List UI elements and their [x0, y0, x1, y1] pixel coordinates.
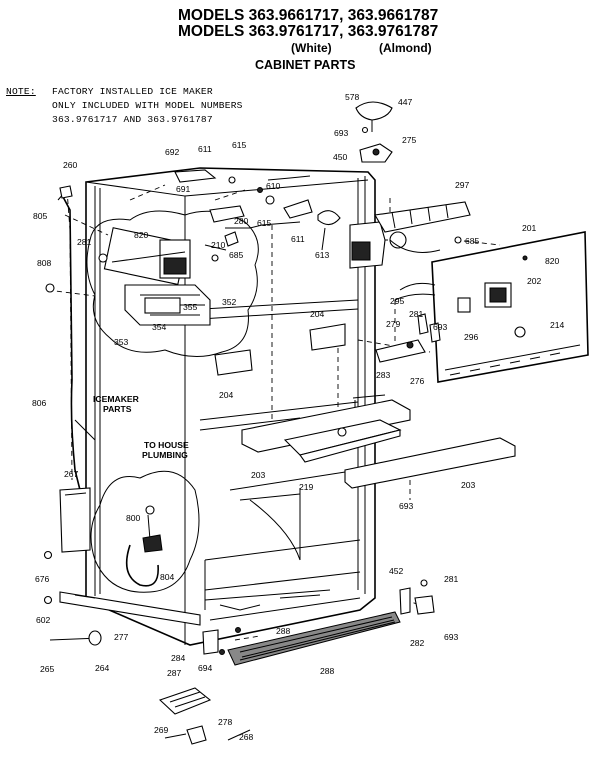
part-number-label: 352 — [222, 297, 237, 307]
variant-white-label: (White) — [291, 41, 332, 55]
part-number-label: 685 — [229, 250, 244, 260]
part-number-label: 280 — [234, 216, 249, 226]
part-number-label: 692 — [165, 147, 180, 157]
part-number-label: 615 — [232, 140, 247, 150]
part-number-label: 281 — [444, 574, 459, 584]
part-number-label: 279 — [386, 319, 401, 329]
part-number-label: 808 — [37, 258, 52, 268]
part-number-label: 287 — [167, 668, 182, 678]
part-number-label: 450 — [333, 152, 348, 162]
part-number-label: 611 — [198, 144, 212, 154]
part-number-label: 269 — [154, 725, 169, 735]
part-number-label: 276 — [410, 376, 425, 386]
part-number-label: 602 — [36, 615, 51, 625]
part-number-label: 282 — [410, 638, 425, 648]
part-number-label: 693 — [444, 632, 459, 642]
part-number-label: 693 — [433, 322, 448, 332]
part-number-label: 447 — [398, 97, 413, 107]
note-line-1: FACTORY INSTALLED ICE MAKER — [52, 86, 213, 97]
part-number-label: 264 — [95, 663, 110, 673]
part-number-label: 297 — [455, 180, 470, 190]
part-number-label: 210 — [211, 240, 226, 250]
part-number-label: 288 — [320, 666, 335, 676]
icemaker-parts-label-2: PARTS — [103, 404, 132, 414]
part-number-label: 691 — [176, 184, 191, 194]
part-number-label: 204 — [219, 390, 234, 400]
part-number-label: 204 — [310, 309, 325, 319]
to-house-plumbing-label-2: PLUMBING — [142, 450, 188, 460]
note-line-3: 363.9761717 AND 363.9761787 — [52, 114, 213, 125]
part-number-label: 694 — [198, 663, 213, 673]
part-number-label: 275 — [402, 135, 417, 145]
part-number-label: 267 — [64, 469, 79, 479]
part-number-label: 260 — [63, 160, 78, 170]
part-number-label: 277 — [114, 632, 129, 642]
water-line — [45, 185, 96, 491]
note-line-2: ONLY INCLUDED WITH MODEL NUMBERS — [52, 100, 243, 111]
brackets — [214, 313, 441, 376]
part-number-label: 610 — [266, 181, 281, 191]
part-number-label: 203 — [251, 470, 266, 480]
part-number-label: 281 — [409, 309, 424, 319]
plumbing-zone — [90, 470, 200, 593]
part-number-label: 203 — [461, 480, 476, 490]
part-number-label: 611 — [291, 234, 305, 244]
part-number-label: 804 — [160, 572, 175, 582]
part-number-label: 354 — [152, 322, 167, 332]
top-parts — [174, 101, 393, 251]
part-number-label: 288 — [276, 626, 291, 636]
part-number-label: 820 — [545, 256, 560, 266]
part-number-label: 295 — [390, 296, 405, 306]
part-number-label: 693 — [334, 128, 349, 138]
icemaker-parts-label-1: ICEMAKER — [93, 394, 140, 404]
part-number-label: 283 — [376, 370, 391, 380]
part-number-label: 202 — [527, 276, 542, 286]
part-number-label: 278 — [218, 717, 233, 727]
part-number-label: 685 — [465, 236, 480, 246]
part-number-label: 201 — [522, 223, 537, 233]
part-number-label: 820 — [134, 230, 149, 240]
part-number-label: 578 — [345, 92, 360, 102]
part-number-label: 693 — [399, 501, 414, 511]
part-number-label: 452 — [389, 566, 404, 576]
part-number-label: 281 — [77, 237, 92, 247]
crossrails — [241, 399, 516, 489]
to-house-plumbing-label-1: TO HOUSE — [144, 440, 189, 450]
part-number-label: 219 — [299, 482, 314, 492]
icemaker-zone — [86, 210, 259, 357]
part-number-label: 615 — [257, 218, 272, 228]
part-number-label: 296 — [464, 332, 479, 342]
note-label: NOTE: — [6, 86, 36, 97]
part-number-label: 265 — [40, 664, 55, 674]
part-number-label: 676 — [35, 574, 50, 584]
diagram-subtitle: CABINET PARTS — [255, 58, 356, 72]
part-number-label: 806 — [32, 398, 47, 408]
part-number-label: 800 — [126, 513, 141, 523]
part-number-label: 214 — [550, 320, 565, 330]
part-number-label: 353 — [114, 337, 129, 347]
models-title-line-2: MODELS 363.9761717, 363.9761787 — [178, 23, 439, 40]
part-number-label: 355 — [183, 302, 198, 312]
variant-almond-label: (Almond) — [379, 41, 432, 55]
control-panel — [394, 231, 589, 383]
part-number-label: 284 — [171, 653, 186, 663]
control-housing — [349, 201, 471, 269]
bottom-parts — [43, 487, 435, 745]
part-number-label: 268 — [239, 732, 254, 742]
models-title-line-1: MODELS 363.9661717, 363.9661787 — [178, 7, 439, 24]
part-number-label: 805 — [33, 211, 48, 221]
part-number-label: 613 — [315, 250, 330, 260]
part-number-labels: 578 447 693 275 450 692 611 615 691 610 … — [32, 92, 565, 742]
